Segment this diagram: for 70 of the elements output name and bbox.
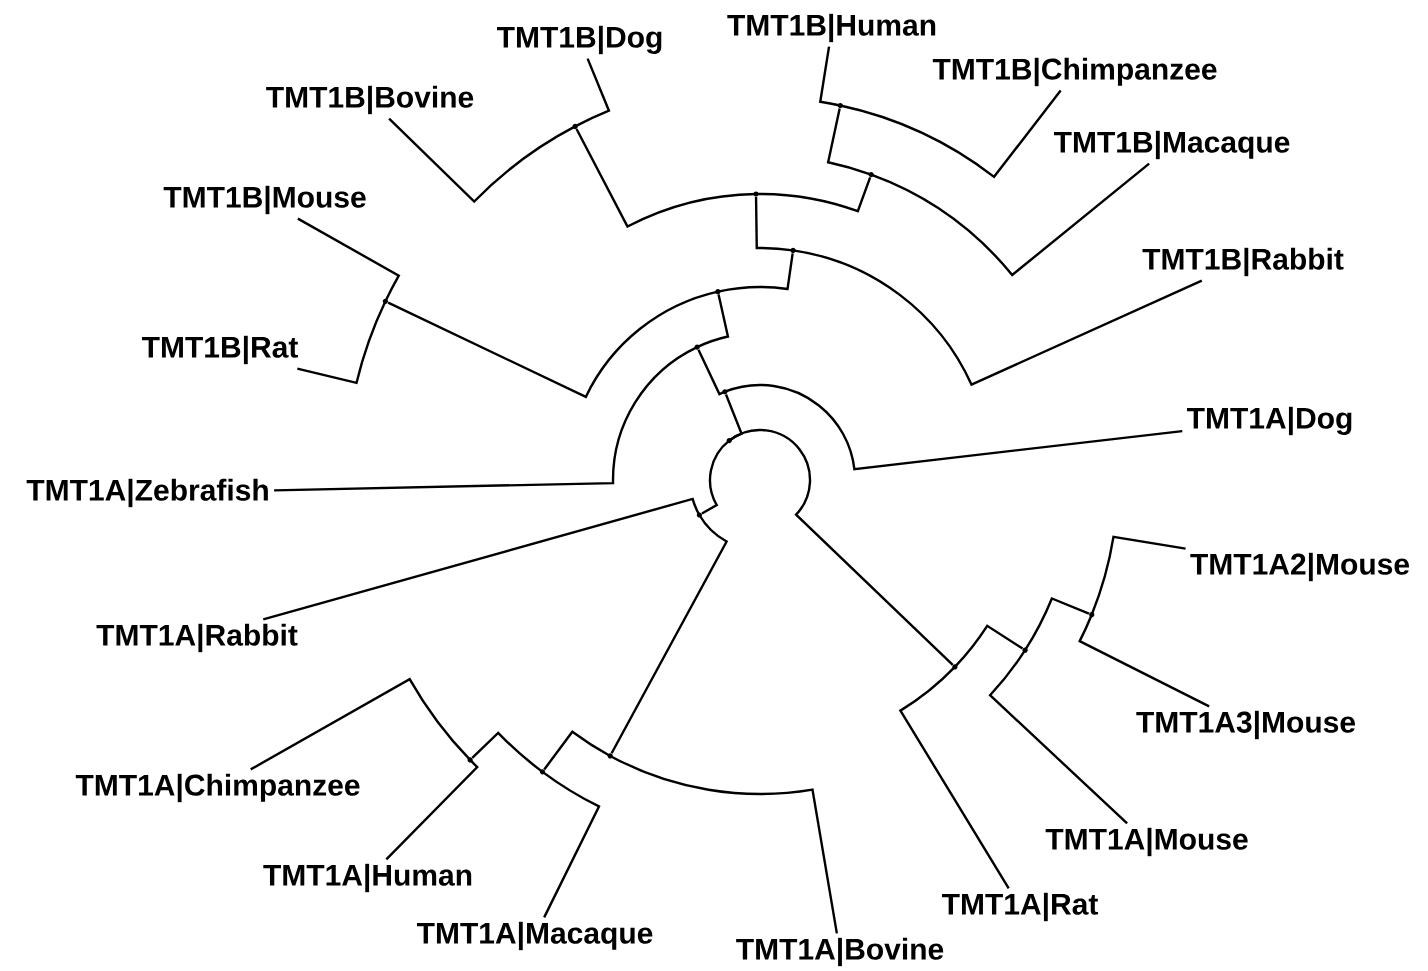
branch-line xyxy=(262,497,701,621)
branch-line xyxy=(541,770,601,918)
branch-point xyxy=(1022,647,1028,653)
branch-line xyxy=(297,300,387,385)
branch-line xyxy=(388,117,576,203)
branch-line xyxy=(728,428,954,666)
leaf-label: TMT1A|Bovine xyxy=(736,937,944,967)
branch-point xyxy=(715,289,721,295)
branch-line xyxy=(724,383,1183,471)
branch-point xyxy=(696,512,702,518)
branch-line xyxy=(574,58,611,128)
leaf-label: TMT1A|Zebrafish xyxy=(26,478,268,508)
branch-line xyxy=(840,89,1062,179)
branch-line xyxy=(1090,535,1186,616)
leaf-label: TMT1A|Macaque xyxy=(416,921,653,951)
branch-line xyxy=(575,128,757,228)
branch-line xyxy=(988,649,1128,825)
branch-line xyxy=(385,759,479,861)
branch-point xyxy=(1089,612,1095,618)
branch-line xyxy=(387,290,719,399)
branch-line xyxy=(826,108,872,176)
leaf-label: TMT1A|Mouse xyxy=(1045,827,1248,857)
leaf-label: TMT1B|Rabbit xyxy=(1142,247,1344,277)
branch-point xyxy=(868,172,874,178)
branch-line xyxy=(754,197,794,252)
leaf-label: TMT1B|Chimpanzee xyxy=(932,57,1217,87)
leaf-label: TMT1B|Macaque xyxy=(1054,130,1290,160)
branch-point xyxy=(607,753,613,759)
branch-line xyxy=(819,46,841,107)
leaf-label: TMT1A|Dog xyxy=(1187,406,1352,436)
branch-line xyxy=(697,349,726,396)
leaf-label: TMT1B|Rat xyxy=(142,335,298,365)
branch-point xyxy=(722,389,728,395)
branch-line xyxy=(870,162,1150,277)
leaf-label: TMT1B|Human xyxy=(727,13,936,43)
branch-point xyxy=(952,664,958,670)
leaf-label: TMT1A|Human xyxy=(263,863,472,893)
branch-point xyxy=(572,123,578,129)
branch-point xyxy=(382,298,389,304)
branch-line xyxy=(471,731,544,773)
branch-line xyxy=(954,624,1024,668)
branch-point xyxy=(467,757,473,763)
branch-line xyxy=(701,439,731,515)
branch-line xyxy=(1024,597,1090,651)
leaf-label: TMT1A|Rat xyxy=(942,892,1098,922)
leaf-label: TMT1A2|Mouse xyxy=(1190,552,1410,582)
branch-line xyxy=(1078,614,1210,708)
branch-line xyxy=(250,677,471,771)
leaf-label: TMT1A3|Mouse xyxy=(1136,710,1356,740)
branch-line xyxy=(543,730,611,771)
branch-line xyxy=(756,177,872,213)
leaf-label: TMT1B|Mouse xyxy=(163,185,366,215)
branch-line xyxy=(717,253,794,293)
branch-line xyxy=(696,294,730,349)
leaf-label: TMT1B|Bovine xyxy=(266,85,474,115)
branch-point xyxy=(790,247,796,253)
branch-line xyxy=(274,346,698,492)
leaf-label: TMT1A|Rabbit xyxy=(96,623,298,653)
branch-line xyxy=(609,754,839,934)
branch-point xyxy=(694,344,700,350)
branch-line xyxy=(792,249,1203,386)
leaf-label: TMT1B|Dog xyxy=(497,25,662,55)
branch-point xyxy=(539,769,546,775)
branch-point xyxy=(726,438,732,444)
leaf-label: TMT1A|Chimpanzee xyxy=(75,773,360,803)
branch-line xyxy=(899,666,1010,890)
branch-point xyxy=(753,191,759,197)
branch-point xyxy=(837,102,843,109)
branch-line xyxy=(610,514,728,754)
branch-line xyxy=(297,217,400,302)
